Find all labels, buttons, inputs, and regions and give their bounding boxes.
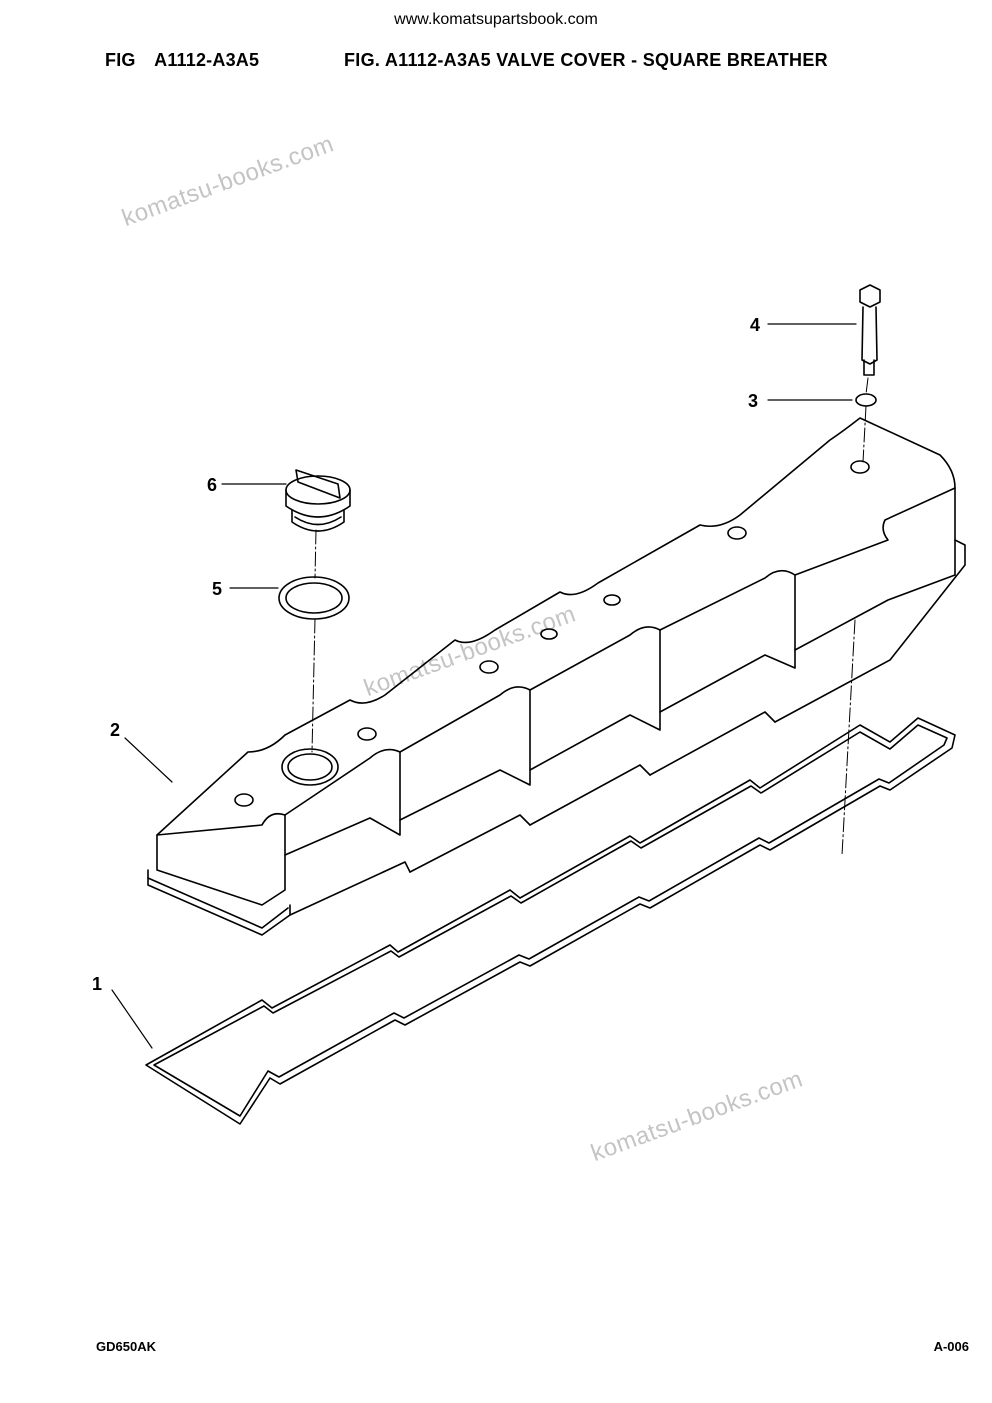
bolt — [859, 284, 881, 376]
model-code: GD650AK — [96, 1339, 156, 1354]
oil-filler-cap — [285, 469, 351, 532]
figure-title: FIG. A1112-A3A5 VALVE COVER - SQUARE BRE… — [344, 50, 828, 70]
valve-cover — [147, 417, 966, 936]
figure-code: FIG A1112-A3A5 — [105, 50, 260, 70]
callout-2: 2 — [110, 720, 120, 740]
gasket — [145, 717, 956, 1125]
callout-4: 4 — [750, 315, 760, 335]
leader-lines — [111, 323, 857, 1049]
callout-6: 6 — [207, 475, 217, 495]
callout-5: 5 — [212, 579, 222, 599]
website-url: www.komatsupartsbook.com — [394, 11, 598, 28]
callout-1: 1 — [92, 974, 102, 994]
o-ring — [278, 576, 350, 620]
washer — [855, 393, 877, 407]
callout-3: 3 — [748, 391, 758, 411]
page-number: A-006 — [933, 1339, 969, 1354]
